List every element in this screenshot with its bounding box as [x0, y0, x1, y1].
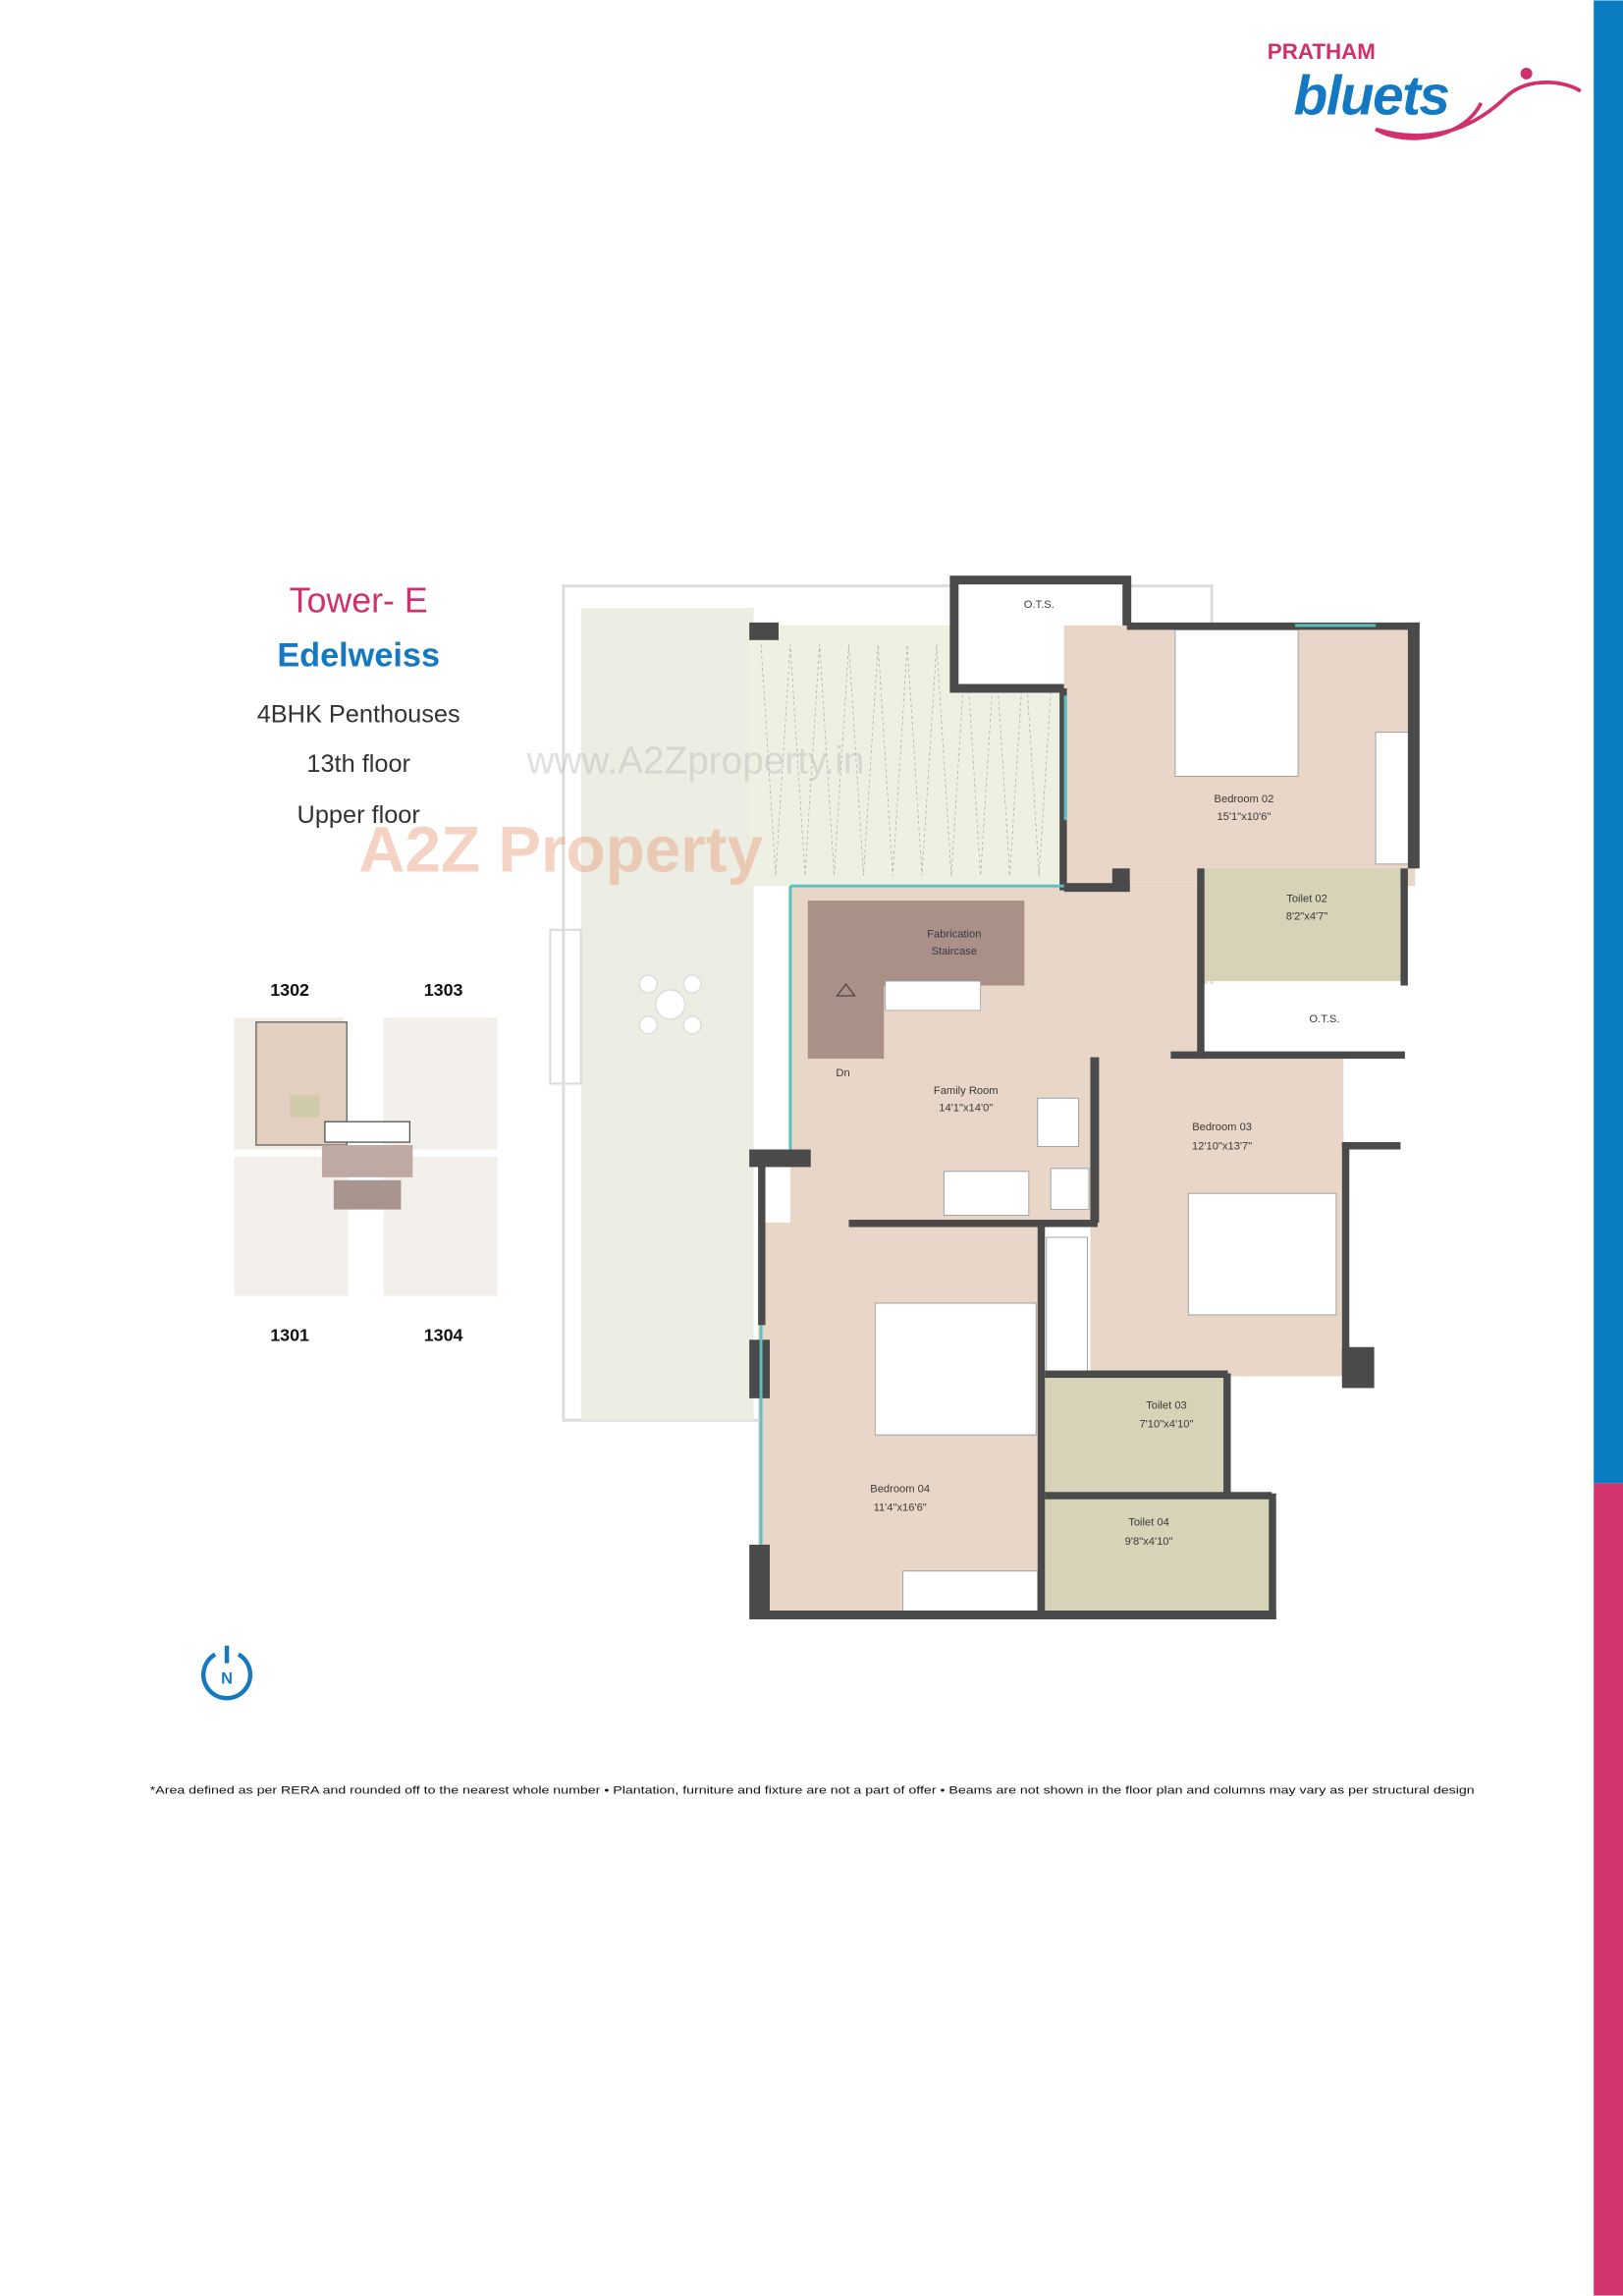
watermark: www.A2Zproperty.in A2Z Property [358, 739, 864, 885]
side-table [1050, 1168, 1090, 1211]
bed-04 [874, 1302, 1037, 1436]
key-plan-unit-1302: 1302 [270, 980, 309, 1000]
logo-bluets: bluets [1294, 66, 1449, 128]
toilet-04-label: Toilet 04 [1128, 1517, 1169, 1529]
wardrobe-04 [902, 1570, 1039, 1613]
up-arrow-icon [836, 983, 856, 997]
key-plan: 1302 1303 1301 1304 [234, 980, 498, 1345]
key-plan-1301 [234, 1156, 349, 1296]
logo-pratham: PRATHAM [1268, 39, 1376, 64]
toilet-03-size: 7'10"x4'10" [1139, 1419, 1193, 1431]
bed-03 [1187, 1192, 1337, 1316]
logo-flower [1520, 67, 1533, 80]
windows [759, 624, 1377, 1545]
bed-02 [1174, 629, 1299, 777]
bedroom-04-size: 11'4"x16'6" [874, 1503, 927, 1514]
toilet-02-label: Toilet 02 [1286, 894, 1327, 905]
unit-info: Tower- E Edelweiss 4BHK Penthouses 13th … [257, 580, 460, 829]
watermark-url: www.A2Zproperty.in [526, 739, 865, 782]
walls [749, 622, 1420, 1619]
bedroom-03-size: 12'10"x13'7" [1192, 1140, 1252, 1152]
terrace-planter [549, 928, 582, 1085]
footnote: *Area defined as per RERA and rounded of… [150, 1784, 1475, 1796]
ots-02 [1203, 984, 1401, 1055]
ots-02-label: O.T.S. [1309, 1013, 1339, 1025]
staircase-lower [807, 985, 885, 1060]
watermark-brand: A2Z Property [358, 813, 763, 885]
staircase-label-2: Staircase [932, 946, 978, 957]
passage [1090, 886, 1208, 1063]
compass-label: N [221, 1670, 233, 1688]
unit-name: Edelweiss [277, 637, 440, 675]
toilet-02-size: 8'2"x4'7" [1286, 910, 1328, 922]
key-plan-stairs [333, 1179, 402, 1210]
sofa [943, 1171, 1030, 1217]
brand-logo: PRATHAM bluets [1268, 39, 1582, 140]
floor-level: Upper floor [298, 801, 421, 829]
toilet-02 [1203, 868, 1401, 982]
key-plan-unit-1304: 1304 [424, 1326, 463, 1345]
side-bar-blue [1594, 0, 1623, 1484]
counter [885, 980, 982, 1011]
key-plan-unit-1301: 1301 [270, 1326, 309, 1345]
wardrobe-03 [1046, 1236, 1088, 1374]
staircase [807, 901, 1025, 986]
family-room-size: 14'1"x14'0" [939, 1103, 993, 1115]
toilet-03 [1042, 1373, 1230, 1497]
key-plan-lobby [321, 1145, 413, 1177]
toilet-03-label: Toilet 03 [1146, 1399, 1187, 1411]
unit-type: 4BHK Penthouses [257, 700, 460, 728]
bedroom-02-size: 15'1"x10'6" [1217, 811, 1271, 823]
tower-title: Tower- E [290, 580, 428, 620]
floor-number: 13th floor [306, 750, 410, 778]
logo-swirl [1375, 81, 1582, 140]
floor-plan: O.T.S. [549, 575, 1420, 1619]
toilet-04 [1042, 1496, 1273, 1613]
key-plan-lifts [324, 1121, 410, 1143]
north-compass-icon: N [200, 1645, 253, 1701]
armchair [1037, 1097, 1079, 1147]
toilet-04-size: 9'8"x4'10" [1125, 1536, 1173, 1548]
key-plan-unit-1303: 1303 [424, 980, 463, 1000]
terrace-table-icon [638, 974, 702, 1035]
bedroom-02-label: Bedroom 02 [1215, 793, 1274, 805]
staircase-label-1: Fabrication [927, 928, 981, 940]
side-bar-pink [1594, 1483, 1623, 2296]
staircase-direction: Dn [836, 1067, 849, 1079]
ots-top-label: O.T.S. [1024, 599, 1055, 611]
family-room-label: Family Room [934, 1085, 999, 1097]
bedroom-04-label: Bedroom 04 [870, 1483, 930, 1495]
bedroom-03-label: Bedroom 03 [1192, 1121, 1252, 1133]
key-plan-toilet [290, 1095, 319, 1118]
key-plan-1304 [383, 1156, 498, 1296]
